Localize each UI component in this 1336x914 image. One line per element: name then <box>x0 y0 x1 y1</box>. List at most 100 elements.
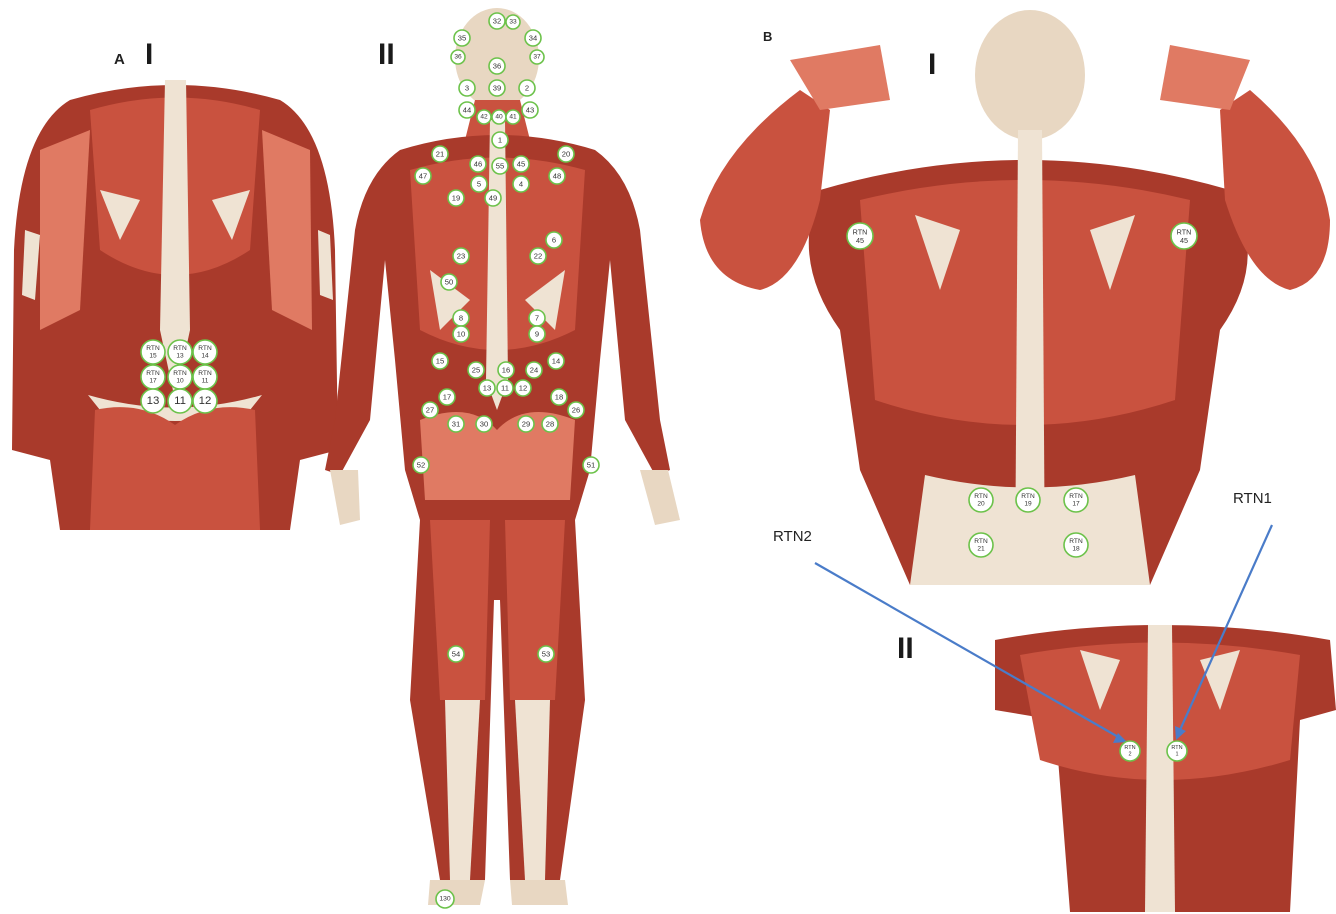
acupoint-a2-3: 34 <box>525 30 541 46</box>
acupoint-a2-37: 16 <box>498 362 514 378</box>
acupoint-label: 18 <box>1072 545 1080 552</box>
acupoint-label: 7 <box>535 314 539 323</box>
acupoint-label: 43 <box>526 106 534 115</box>
acupoint-label: 27 <box>426 406 434 415</box>
acupoint-label: RTN <box>146 345 160 352</box>
acupoint-label: 21 <box>977 545 985 552</box>
acupoint-label: 6 <box>552 236 556 245</box>
acupoint-a1-0: RTN15 <box>141 340 165 364</box>
acupoint-b1-1: RTN45 <box>1171 223 1197 249</box>
acupoint-a2-51: 52 <box>413 457 429 473</box>
acupoint-a1-6: 13 <box>141 389 165 413</box>
acupoint-label: 41 <box>509 114 517 121</box>
acupoint-a2-20: 45 <box>513 156 529 172</box>
acupoint-a2-54: 53 <box>538 646 554 662</box>
panel-a-sub-i: I <box>145 38 153 71</box>
acupoint-label: 15 <box>436 357 444 366</box>
acupoint-label: 24 <box>530 366 538 375</box>
acupoint-a2-55: 130 <box>436 890 454 908</box>
acupoint-label: RTN <box>1124 745 1135 751</box>
acupoint-a2-42: 12 <box>515 380 531 396</box>
acupoint-label: 36 <box>454 54 462 61</box>
acupoint-label: 10 <box>176 377 184 384</box>
acupoint-a2-50: 28 <box>542 416 558 432</box>
acupoint-label: 34 <box>529 34 537 43</box>
acupoint-a2-35: 15 <box>432 353 448 369</box>
acupoint-label: 45 <box>517 160 525 169</box>
acupoint-a2-27: 6 <box>546 232 562 248</box>
acupoint-label: 13 <box>176 352 184 359</box>
acupoint-label: 35 <box>458 34 466 43</box>
acupoint-a2-47: 31 <box>448 416 464 432</box>
acupoint-label: 26 <box>572 406 580 415</box>
acupoint-label: 1 <box>1175 751 1178 757</box>
acupoint-label: 11 <box>174 395 186 407</box>
acupoint-a1-5: RTN11 <box>193 365 217 389</box>
acupoint-label: 20 <box>562 150 570 159</box>
acupoint-b1-3: RTN19 <box>1016 488 1040 512</box>
acupoint-label: 1 <box>498 136 502 145</box>
acupoint-label: 17 <box>1072 500 1080 507</box>
acupoint-label: 13 <box>147 395 160 407</box>
acupoint-label: RTN <box>1069 493 1083 500</box>
acupoint-label: RTN <box>146 370 160 377</box>
acupoint-label: 32 <box>493 17 501 26</box>
acupoint-label: 53 <box>542 650 550 659</box>
acupoint-a2-48: 30 <box>476 416 492 432</box>
acupoint-label: 5 <box>477 180 481 189</box>
acupoint-a2-39: 14 <box>548 353 564 369</box>
acupoint-a2-49: 29 <box>518 416 534 432</box>
acupoint-a2-17: 20 <box>558 146 574 162</box>
acupoint-a2-53: 54 <box>448 646 464 662</box>
acupoint-label: 30 <box>480 420 488 429</box>
acupoint-a2-13: 41 <box>506 110 520 124</box>
acupoint-label: 13 <box>483 384 491 393</box>
acupoint-a2-40: 13 <box>479 380 495 396</box>
acupoint-label: 12 <box>199 395 212 407</box>
acupoint-label: 17 <box>149 377 157 384</box>
acupoint-label: 11 <box>501 384 509 393</box>
acupoint-label: RTN <box>1171 745 1182 751</box>
acupoint-label: 48 <box>553 172 561 181</box>
acupoint-label: 25 <box>472 366 480 375</box>
acupoint-label: RTN <box>1021 493 1035 500</box>
acupoint-label: RTN <box>974 493 988 500</box>
acupoint-label: 20 <box>977 500 985 507</box>
acupoint-label: 52 <box>417 461 425 470</box>
acupoint-a2-5: 36 <box>451 50 465 64</box>
acupoint-label: 22 <box>534 252 542 261</box>
acupoint-label: 19 <box>1024 500 1032 507</box>
acupoint-a2-44: 18 <box>551 389 567 405</box>
acupoint-a2-29: 22 <box>530 248 546 264</box>
acupoint-label: 49 <box>489 194 497 203</box>
acupoint-a2-9: 2 <box>519 80 535 96</box>
acupoint-a2-0: 32 <box>489 13 505 29</box>
acupoint-a2-22: 5 <box>471 176 487 192</box>
acupoint-label: 29 <box>522 420 530 429</box>
acupoint-a2-23: 4 <box>513 176 529 192</box>
acupoint-a2-8: 39 <box>489 80 505 96</box>
acupoint-label: 14 <box>552 357 560 366</box>
acupoint-label: 28 <box>546 420 554 429</box>
acupoint-label: 47 <box>419 172 427 181</box>
acupoint-label: RTN <box>173 345 187 352</box>
acupoint-label: 40 <box>495 114 503 121</box>
acupoint-a2-41: 11 <box>497 380 513 396</box>
acupoint-label: 45 <box>1180 236 1188 245</box>
acupoint-label: 12 <box>519 384 527 393</box>
acupoint-label: RTN <box>974 538 988 545</box>
acupoint-label: 11 <box>202 377 209 384</box>
acupoint-a2-26: 49 <box>485 190 501 206</box>
acupoint-a2-31: 8 <box>453 310 469 326</box>
acupoint-a1-8: 12 <box>193 389 217 413</box>
acupoint-label: 2 <box>525 84 529 93</box>
acupoint-label: 4 <box>519 180 523 189</box>
acupoint-label: 15 <box>149 352 157 359</box>
acupoint-a2-33: 10 <box>453 326 469 342</box>
acupoint-a2-38: 24 <box>526 362 542 378</box>
acupoint-a2-32: 7 <box>529 310 545 326</box>
acupoint-a2-18: 46 <box>470 156 486 172</box>
acupoint-label: 37 <box>533 54 541 61</box>
